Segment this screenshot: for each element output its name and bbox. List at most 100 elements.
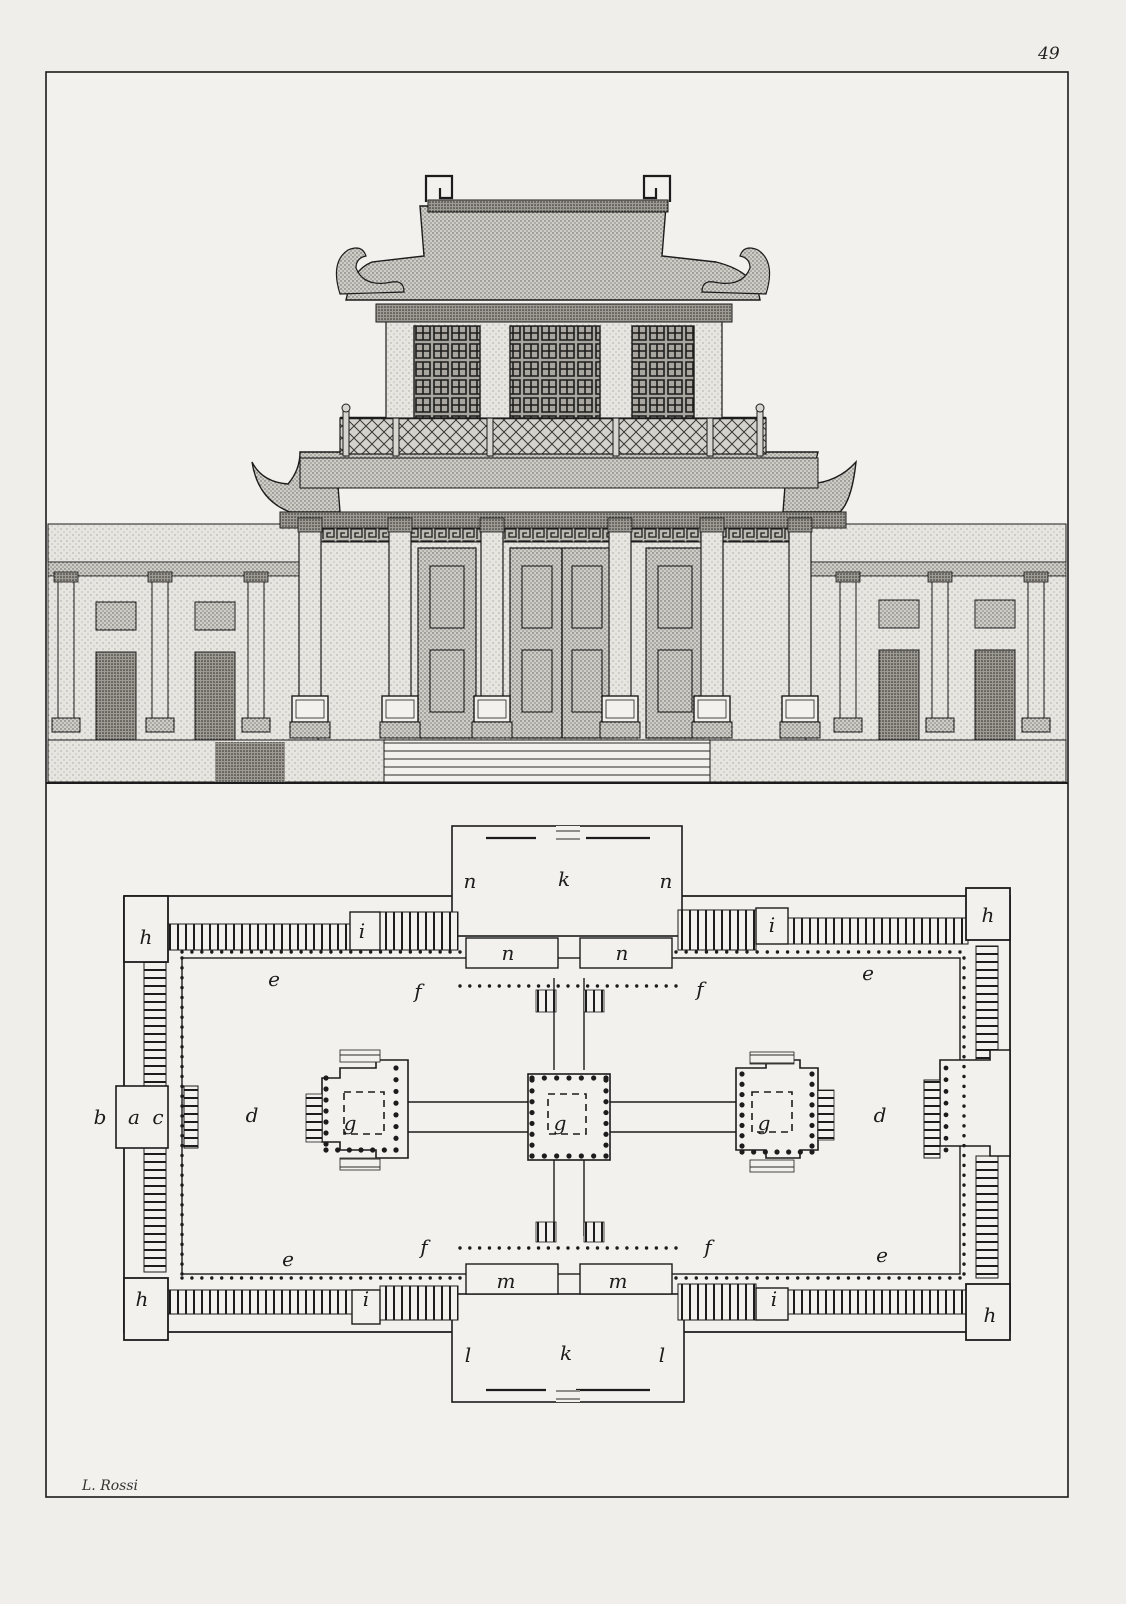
column-dot xyxy=(735,950,739,954)
plan-label-b-left: b xyxy=(94,1105,107,1129)
column-dot xyxy=(180,1084,184,1089)
side-door-2 xyxy=(194,651,236,741)
column-dot xyxy=(635,1246,639,1250)
column-dot xyxy=(229,1276,234,1280)
column-dot xyxy=(527,984,531,988)
column-dot xyxy=(529,1099,535,1105)
column-dot xyxy=(180,1153,184,1158)
column-dot xyxy=(603,1099,609,1105)
side-column xyxy=(57,579,75,721)
column-dot xyxy=(962,1173,966,1177)
column-dot xyxy=(180,1124,184,1128)
column-dot xyxy=(962,1055,966,1059)
column-dot xyxy=(529,1142,535,1148)
column-dot xyxy=(962,1242,966,1247)
column-dot xyxy=(694,950,698,954)
column-dot xyxy=(349,1276,353,1280)
column-dot xyxy=(180,1104,184,1108)
column-dot xyxy=(735,1276,739,1280)
column-dot xyxy=(786,1149,792,1155)
column-dot xyxy=(190,1276,194,1280)
column-dot xyxy=(684,950,688,954)
main-column xyxy=(388,529,412,699)
temple-floor-plan xyxy=(115,825,1011,1403)
column-dot xyxy=(220,1276,224,1280)
column-dot xyxy=(625,984,629,988)
main-columns xyxy=(289,517,821,739)
column-dot xyxy=(877,1276,881,1280)
column-dot xyxy=(418,950,422,954)
column-dot xyxy=(200,950,204,954)
column-dot xyxy=(388,1276,393,1280)
upper-window-left xyxy=(413,325,481,419)
column-dot xyxy=(836,950,840,954)
column-dot xyxy=(180,1276,184,1280)
column-dot xyxy=(739,1143,745,1149)
column-dot xyxy=(249,950,254,954)
column-dot xyxy=(943,1100,949,1106)
column-dot xyxy=(962,1143,966,1148)
column-dot xyxy=(546,1246,551,1250)
column-dot xyxy=(289,1276,293,1280)
column-dot xyxy=(725,1276,729,1280)
column-dot xyxy=(755,950,759,954)
column-dot xyxy=(323,1097,329,1103)
column-dot xyxy=(323,1075,329,1081)
column-dot xyxy=(418,1276,422,1280)
plan-label-d-left: d xyxy=(246,1103,259,1127)
column-dot xyxy=(180,1094,184,1098)
column-dot xyxy=(615,1246,619,1250)
column-dot xyxy=(943,1065,949,1071)
main-column xyxy=(788,529,812,699)
column-dot xyxy=(335,1147,341,1153)
column-dot xyxy=(585,984,590,988)
upper-window-center xyxy=(509,325,601,419)
column-dot xyxy=(541,1075,547,1081)
plan-label-l-right: l xyxy=(659,1343,665,1367)
column-dot xyxy=(674,950,678,954)
upper-eave xyxy=(375,303,733,323)
plan-label-l-left: l xyxy=(465,1343,471,1367)
column-dot xyxy=(408,1276,413,1280)
column-dot xyxy=(654,984,659,988)
column-dot xyxy=(938,950,942,954)
column-dot xyxy=(927,1276,932,1280)
column-dot xyxy=(536,984,541,988)
column-dot xyxy=(739,1081,745,1087)
column-dot xyxy=(962,1114,966,1118)
column-dot xyxy=(774,1149,780,1155)
column-dot xyxy=(180,1074,184,1079)
column-dot xyxy=(745,1276,749,1280)
column-dot xyxy=(180,966,184,970)
plan-label-h-bottom-left: h xyxy=(136,1287,149,1311)
column-dot xyxy=(664,1246,668,1250)
column-dot xyxy=(897,950,901,954)
column-dot xyxy=(527,1246,531,1250)
column-dot xyxy=(339,1276,343,1280)
column-dot xyxy=(674,984,678,988)
column-dot xyxy=(529,1120,535,1127)
column-dot xyxy=(487,984,492,988)
column-dot xyxy=(359,950,363,954)
column-dot xyxy=(785,950,790,954)
column-dot xyxy=(468,984,472,988)
main-column xyxy=(700,529,724,699)
column-dot xyxy=(180,1262,184,1266)
column-dot xyxy=(664,984,668,988)
column-dot xyxy=(497,984,501,988)
column-dot xyxy=(259,1276,264,1280)
column-dot xyxy=(755,1276,759,1280)
column-dot xyxy=(448,950,452,954)
column-dot xyxy=(809,1143,815,1149)
column-dot xyxy=(962,1232,966,1237)
plan-label-i-top-left: i xyxy=(359,919,365,943)
column-dot xyxy=(368,1276,373,1280)
column-dot xyxy=(339,950,343,954)
column-dot xyxy=(806,950,810,954)
plan-label-e-bottom-right: e xyxy=(876,1243,888,1267)
column-dot xyxy=(319,950,323,954)
column-dot xyxy=(739,1122,745,1129)
plan-label-a-left: a xyxy=(128,1105,140,1129)
plan-label-h-top-left: h xyxy=(140,925,153,949)
